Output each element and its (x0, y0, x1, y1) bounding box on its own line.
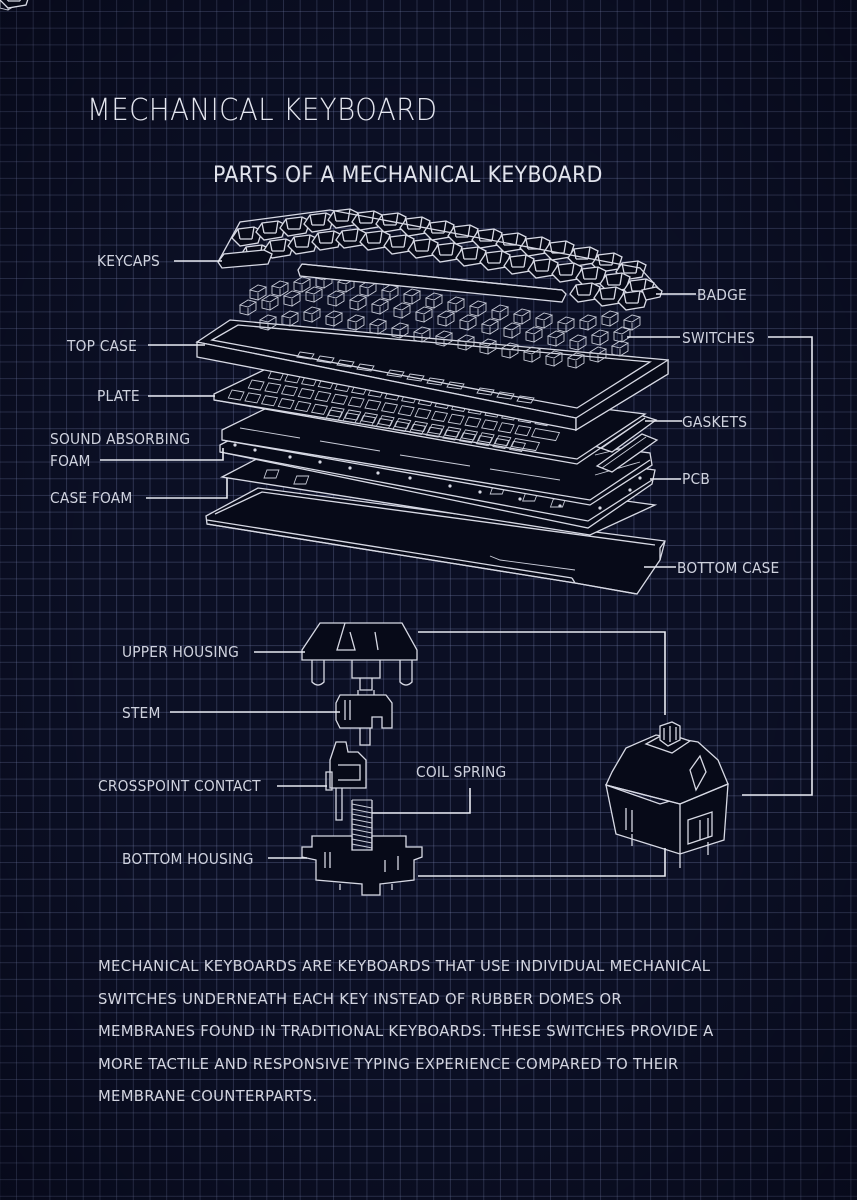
switches-layer-drawing (0, 0, 641, 369)
label-switches: SWITCHES (682, 329, 756, 347)
switch-leader-lines (170, 631, 666, 877)
assembled-switch-drawing (605, 721, 729, 868)
label-case-foam: CASE FOAM (50, 489, 133, 507)
keyboard-leader-lines (100, 260, 813, 796)
top-case-drawing (195, 319, 669, 432)
bottom-housing-drawing (301, 835, 423, 896)
label-keycaps: KEYCAPS (97, 252, 160, 270)
exploded-switch-drawing (301, 622, 423, 896)
label-sound-absorbing-foam-line2: FOAM (50, 452, 91, 470)
description-line: MECHANICAL KEYBOARDS ARE KEYBOARDS THAT … (98, 957, 711, 975)
label-coil-spring: COIL SPRING (416, 763, 507, 781)
label-pcb: PCB (682, 470, 710, 488)
label-top-case: TOP CASE (67, 337, 138, 355)
label-sound-absorbing-foam-line1: SOUND ABSORBING (50, 430, 191, 448)
label-bottom-housing: BOTTOM HOUSING (122, 850, 254, 868)
description-line: MEMBRANES FOUND IN TRADITIONAL KEYBOARDS… (98, 1022, 714, 1040)
diagram-subtitle: PARTS OF A MECHANICAL KEYBOARD (213, 163, 603, 188)
description-paragraph: MECHANICAL KEYBOARDS ARE KEYBOARDS THAT … (98, 950, 778, 1113)
page-title: MECHANICAL KEYBOARD (87, 93, 438, 128)
label-badge: BADGE (697, 286, 747, 304)
description-line: MEMBRANE COUNTERPARTS. (98, 1087, 318, 1105)
label-upper-housing: UPPER HOUSING (122, 643, 240, 661)
keycaps-drawing (0, 0, 663, 311)
label-bottom-case: BOTTOM CASE (677, 559, 780, 577)
label-stem: STEM (122, 704, 161, 722)
coil-spring-drawing (351, 799, 373, 850)
description-line: MORE TACTILE AND RESPONSIVE TYPING EXPER… (98, 1054, 679, 1073)
description-line: SWITCHES UNDERNEATH EACH KEY INSTEAD OF … (98, 989, 622, 1008)
stem-drawing (335, 690, 393, 746)
crosspoint-contact-drawing (325, 741, 367, 821)
label-gaskets: GASKETS (682, 413, 748, 431)
label-crosspoint-contact: CROSSPOINT CONTACT (98, 777, 261, 795)
upper-housing-drawing (301, 622, 418, 691)
bottom-case-drawing (205, 487, 666, 595)
label-plate: PLATE (97, 387, 140, 405)
